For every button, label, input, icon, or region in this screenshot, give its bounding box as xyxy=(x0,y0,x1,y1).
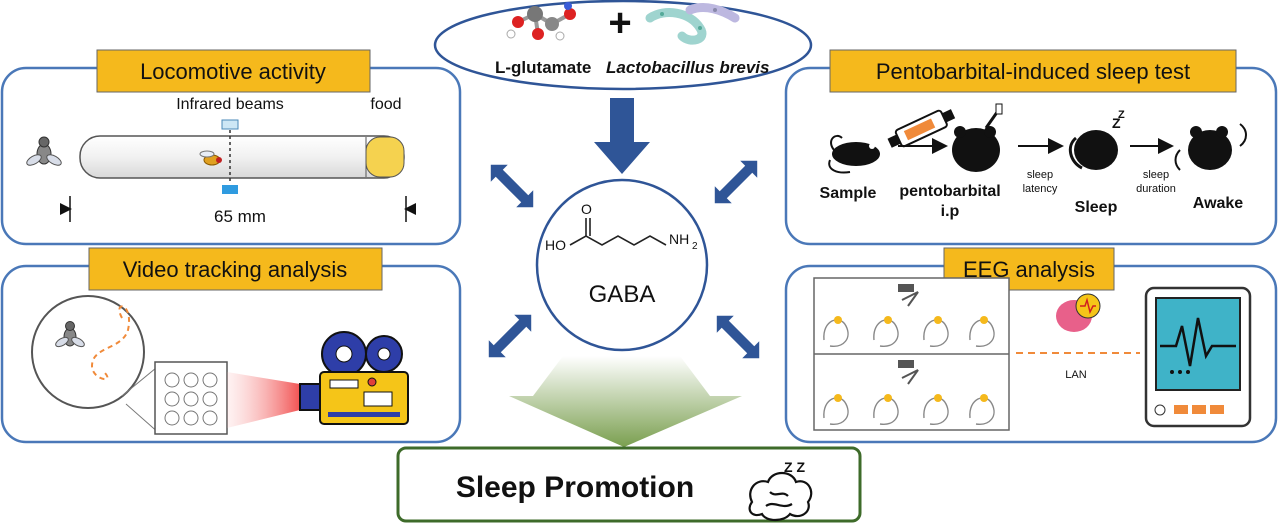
gaba-center: O HO NH 2 GABA xyxy=(535,178,709,352)
outcome-zzz: Z Z xyxy=(784,459,805,475)
bacteria-icon xyxy=(645,3,740,45)
panel-sleep-test-title-box xyxy=(829,49,1237,93)
ir-receiver xyxy=(222,185,238,194)
input-ellipse xyxy=(433,0,813,91)
activity-tube xyxy=(79,135,405,179)
video-camera-icon xyxy=(299,331,409,425)
funnel-arrow xyxy=(509,356,742,447)
ingredient-lactobacillus: Lactobacillus brevis xyxy=(606,58,769,77)
well-plate xyxy=(154,361,228,435)
panel-video-title: Video tracking analysis xyxy=(123,257,348,282)
eeg-cage-rack xyxy=(813,277,1010,431)
panel-video: Video tracking analysis xyxy=(0,247,462,444)
sleeping-mouse-icon: Z Z xyxy=(1068,109,1125,170)
input-down-arrow xyxy=(594,98,650,174)
ir-emitter xyxy=(221,119,239,130)
fly-track-path xyxy=(90,305,131,381)
atom-o: O xyxy=(581,201,592,217)
panel-eeg: EEG analysis xyxy=(784,247,1278,444)
panel-locomotive-title: Locomotive activity xyxy=(140,59,326,84)
svg-text:Z: Z xyxy=(1118,109,1125,121)
pentobarbital-bottle-icon xyxy=(887,109,956,148)
atom-nh: NH xyxy=(669,231,689,247)
food-label: food xyxy=(370,96,401,113)
step-ip: i.p xyxy=(941,203,960,220)
brain-sleep-icon xyxy=(748,471,813,522)
food-plug xyxy=(365,136,405,178)
sample-mouse-icon xyxy=(828,134,880,174)
tube-length-label: 65 mm xyxy=(214,207,266,226)
atom-sub: 2 xyxy=(692,241,698,252)
camera-beam xyxy=(227,372,300,428)
svg-text:Z: Z xyxy=(1112,115,1121,131)
fly-icon xyxy=(26,136,62,166)
injected-mouse-icon xyxy=(952,103,1003,172)
arrow-to-sleep-test xyxy=(714,160,758,204)
input-ellipse-group: + L-glutamate Lactobacillus brevis xyxy=(433,0,813,91)
infrared-label: Infrared beams xyxy=(176,96,284,113)
awake-mouse-icon xyxy=(1174,123,1247,171)
cage-mice-row-2 xyxy=(823,397,995,425)
gaba-label: GABA xyxy=(589,281,656,308)
outcome-box: Sleep Promotion Z Z xyxy=(396,446,862,523)
ingredient-glutamate: L-glutamate xyxy=(495,58,591,77)
cage-mice-row-1 xyxy=(823,319,995,347)
fly-in-tube-icon xyxy=(199,150,222,166)
step-awake: Awake xyxy=(1193,195,1244,212)
gaba-circle xyxy=(535,178,709,352)
step-sleep: Sleep xyxy=(1075,199,1118,216)
panel-sleep-test: Pentobarbital-induced sleep test xyxy=(784,49,1278,246)
step-sample: Sample xyxy=(820,185,877,202)
eeg-monitor-icon xyxy=(1144,286,1252,428)
panel-video-title-box xyxy=(88,247,383,291)
glutamate-molecule-icon xyxy=(506,2,576,41)
step-pentobarbital: pentobarbital xyxy=(899,183,1000,200)
atom-ho: HO xyxy=(545,237,566,253)
panel-sleep-test-title: Pentobarbital-induced sleep test xyxy=(876,59,1190,84)
panel-locomotive-title-box xyxy=(96,49,371,93)
gaba-structure-icon xyxy=(569,218,667,246)
tracked-fly-icon xyxy=(55,321,85,348)
arrow-to-eeg xyxy=(716,315,760,359)
lan-label: LAN xyxy=(1065,369,1086,381)
zoom-circle xyxy=(31,295,145,409)
plus-sign: + xyxy=(608,1,631,45)
sleep-duration-2: duration xyxy=(1136,183,1176,195)
sleep-latency-1: sleep xyxy=(1027,169,1053,181)
sleep-duration-1: sleep xyxy=(1143,169,1169,181)
eeg-brain-icon xyxy=(1056,293,1101,332)
arrow-to-video xyxy=(488,314,532,358)
arrow-to-locomotive xyxy=(490,164,534,208)
outcome-label: Sleep Promotion xyxy=(456,471,694,504)
sleep-latency-2: latency xyxy=(1023,183,1058,195)
panel-locomotive: Locomotive activity Infrared beams food … xyxy=(0,49,462,246)
